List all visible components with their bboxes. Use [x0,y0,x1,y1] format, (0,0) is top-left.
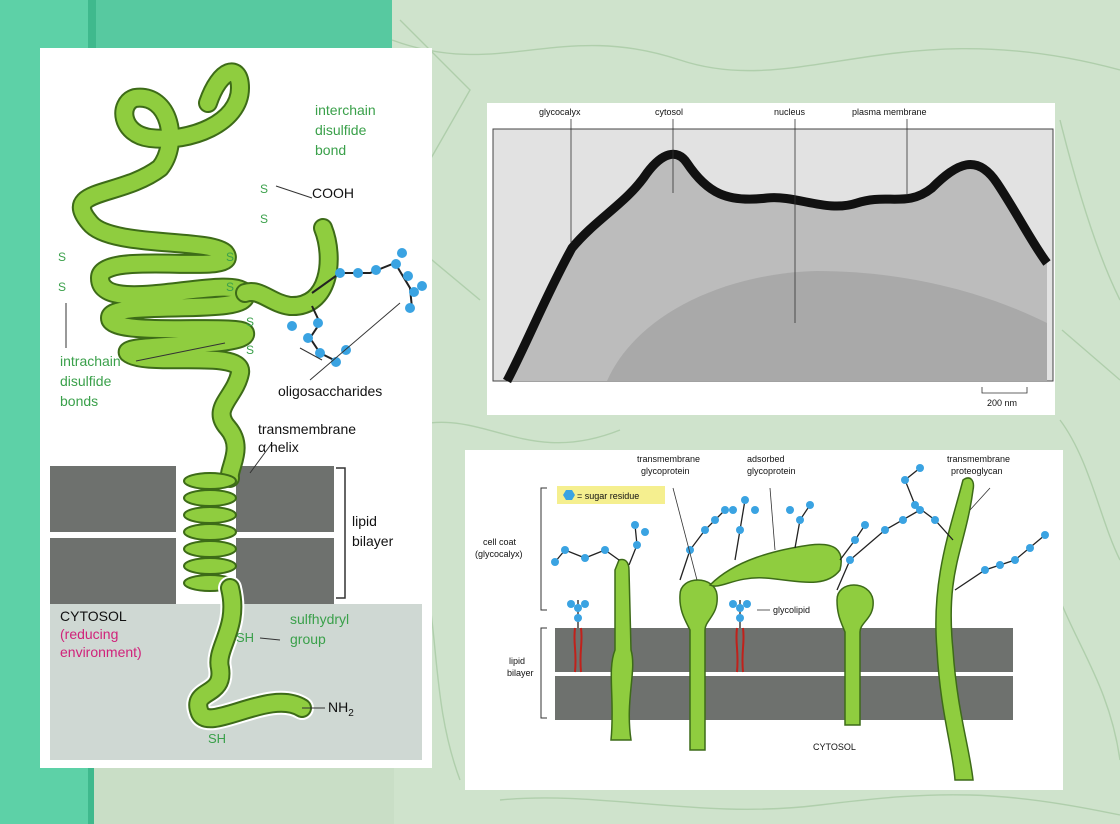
disulfide-s-label: S [58,280,66,294]
tm-glycoprotein-label: transmembrane [637,454,700,464]
interchain-label: disulfide [315,122,367,138]
oligosaccharides-label: oligosaccharides [278,383,382,399]
interchain-label: interchain [315,102,376,118]
bilayer-bracket [336,467,346,599]
micrograph-panel: glycocalyx cytosol nucleus plasma membra… [487,103,1055,415]
disulfide-s-label: S [260,182,268,196]
adsorbed-glycoprotein-label: glycoprotein [747,466,796,476]
cell-coat-label: cell coat [483,537,517,547]
cytosol-label: CYTOSOL [813,742,856,752]
reducing-label: (reducing [60,626,118,642]
tm-glycoprotein-label: glycoprotein [641,466,690,476]
sh-label: SH [208,731,226,746]
glycolipid-label: glycolipid [773,605,810,615]
protein-chain [72,62,339,731]
reducing-label: environment) [60,644,142,660]
tm-proteoglycan-label: proteoglycan [951,466,1003,476]
bilayer-block [236,538,334,604]
nucleus-label: nucleus [774,107,806,117]
transmembrane-label: α helix [258,439,299,455]
bilayer-block [50,538,176,604]
plasma-membrane-label: plasma membrane [852,107,927,117]
protein-diagram-panel: interchain disulfide bond COOH S S S S S… [40,48,432,768]
sh-label: SH [236,630,254,645]
legend-text: = sugar residue [577,491,639,501]
cell-coat-panel: = sugar residue [465,450,1063,790]
disulfide-s-label: S [246,315,254,329]
bilayer-block [50,466,176,532]
glycocalyx-label: glycocalyx [539,107,581,117]
bilayer-block [236,466,334,532]
intrachain-label: intrachain [60,353,121,369]
membrane-protein [610,477,975,781]
interchain-label: bond [315,142,346,158]
disulfide-s-label: S [260,212,268,226]
lipid-bilayer-label: bilayer [507,668,534,678]
disulfide-s-label: S [226,250,234,264]
disulfide-s-label: S [58,250,66,264]
disulfide-s-label: S [246,343,254,357]
nh2-label: NH2 [328,699,354,719]
lipid-bilayer-label: lipid [509,656,525,666]
nucleus-region [607,271,1047,381]
transmembrane-label: transmembrane [258,421,356,437]
disulfide-s-label: S [226,280,234,294]
adsorbed-glycoprotein-label: adsorbed [747,454,785,464]
sulfhydryl-label: sulfhydryl [290,611,349,627]
cell-coat-label: (glycocalyx) [475,549,523,559]
cytosol-label: cytosol [655,107,683,117]
legend-box [557,486,665,504]
lipid-bilayer-label: lipid [352,513,377,529]
intrachain-label: disulfide [60,373,112,389]
glycolipid [573,627,745,673]
cytosol-label: CYTOSOL [60,608,127,624]
intrachain-label: bonds [60,393,98,409]
cooh-label: COOH [312,185,354,201]
sugar-residue-hexagon-icon [287,248,427,367]
plasma-membrane-line [503,149,1051,384]
sugar-residue-hexagon-icon [551,464,1049,622]
tm-proteoglycan-label: transmembrane [947,454,1010,464]
scale-bar-label: 200 nm [987,398,1017,408]
sugar-residue-hexagon-icon [563,490,575,500]
sulfhydryl-label: group [290,631,326,647]
lipid-bilayer-label: bilayer [352,533,394,549]
